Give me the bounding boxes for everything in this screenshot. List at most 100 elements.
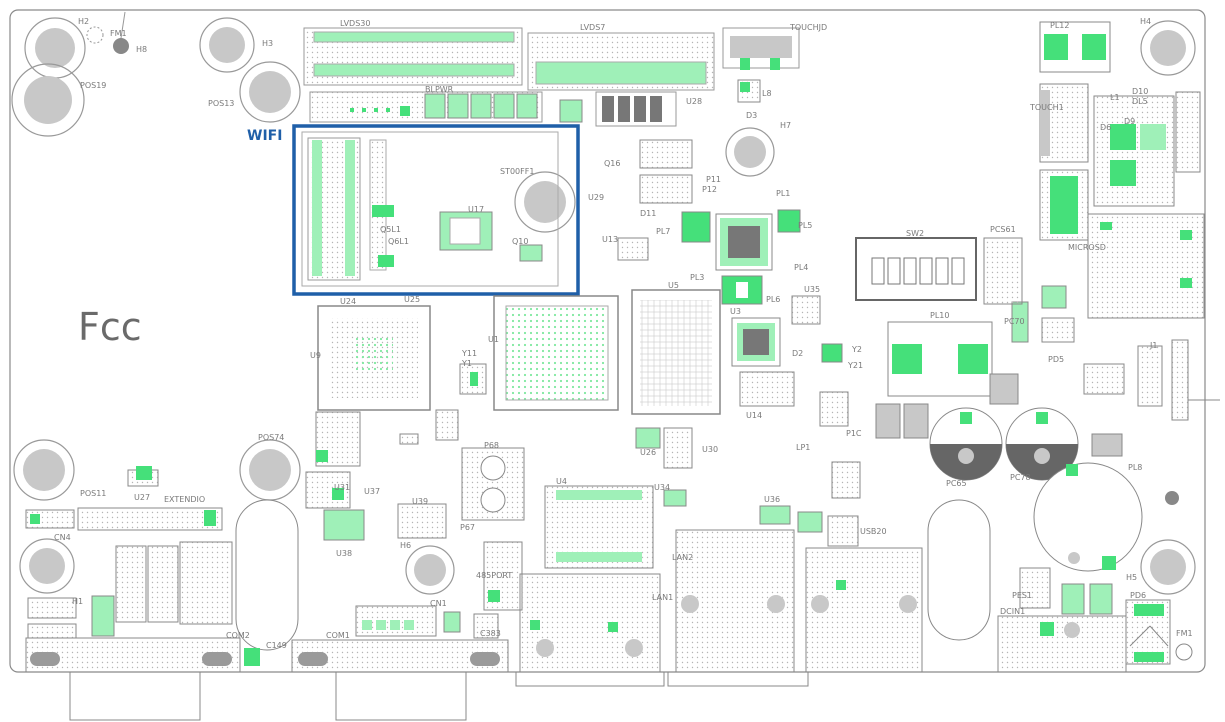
refdes-pl3: PL3 bbox=[690, 273, 704, 282]
chip-u14 bbox=[739, 371, 795, 407]
refdes-lp1: LP1 bbox=[796, 443, 810, 452]
refdes-dcin1: DCIN1 bbox=[1000, 607, 1025, 616]
connector-com2 bbox=[25, 637, 241, 721]
refdes-extendio: EXTENDIO bbox=[164, 495, 205, 504]
refdes-lan2: LAN2 bbox=[672, 553, 693, 562]
slot-oval-right bbox=[927, 499, 991, 641]
usb-connector-u4 bbox=[544, 485, 654, 569]
refdes-h2: H2 bbox=[78, 17, 89, 26]
refdes-lvds7: LVDS7 bbox=[580, 23, 605, 32]
chip-pmic bbox=[715, 213, 773, 271]
mounting-hole-bottom-left bbox=[13, 439, 75, 594]
refdes-pc78: PC78 bbox=[1010, 473, 1031, 482]
refdes-pl6: PL6 bbox=[766, 295, 780, 304]
mounting-hole-h6 bbox=[405, 545, 455, 595]
refdes-u36: U36 bbox=[764, 495, 780, 504]
chip-u24 bbox=[317, 305, 431, 411]
chip-u1-cpu bbox=[493, 295, 619, 411]
refdes-com1: COM1 bbox=[326, 631, 350, 640]
refdes-fm1: FM1 bbox=[110, 29, 127, 38]
refdes-pos11: POS11 bbox=[80, 489, 106, 498]
refdes-dl5: DL5 bbox=[1132, 97, 1148, 106]
refdes-u27: U27 bbox=[134, 493, 150, 502]
diode-cluster bbox=[1093, 95, 1175, 207]
chip-u3 bbox=[731, 317, 781, 367]
refdes-d6: D6 bbox=[1100, 123, 1111, 132]
slot-oval-left bbox=[235, 499, 299, 651]
refdes-pd6: PD6 bbox=[1130, 591, 1146, 600]
refdes-fm1b: FM1 bbox=[1176, 629, 1193, 638]
refdes-u1: U1 bbox=[488, 335, 499, 344]
refdes-u31: U31 bbox=[334, 483, 350, 492]
refdes-u13: U13 bbox=[602, 235, 618, 244]
refdes-p11: P11 bbox=[706, 175, 721, 184]
buzzer-p67 bbox=[461, 447, 525, 521]
refdes-labels: H2 FM1 H8 H3 POS19 POS13 LVDS30 LVDS7 TO… bbox=[54, 17, 1193, 650]
connector-extendio bbox=[77, 507, 223, 531]
connector-com1 bbox=[291, 639, 509, 721]
mounting-hole-h5 bbox=[1140, 539, 1196, 595]
refdes-j1: J1 bbox=[1149, 341, 1157, 350]
inductor-pd5 bbox=[1083, 363, 1125, 395]
refdes-u9: U9 bbox=[310, 351, 321, 360]
refdes-q6l1: Q6L1 bbox=[388, 237, 409, 246]
refdes-st00ff1: ST00FF1 bbox=[500, 167, 534, 176]
power-jack-dcin1 bbox=[997, 615, 1127, 673]
refdes-touchjd: TOUCHJD bbox=[789, 23, 827, 32]
mounting-hole-top-right bbox=[1140, 20, 1196, 76]
refdes-l1: L1 bbox=[1110, 93, 1120, 102]
refdes-u35: U35 bbox=[804, 285, 820, 294]
refdes-pd5: PD5 bbox=[1048, 355, 1064, 364]
refdes-u28: U28 bbox=[686, 97, 702, 106]
mounting-hole-top-2 bbox=[199, 17, 301, 123]
refdes-u39: U39 bbox=[412, 497, 428, 506]
transistor-array-u28 bbox=[595, 91, 677, 127]
refdes-pl1: PL1 bbox=[776, 189, 790, 198]
refdes-cn4: CN4 bbox=[54, 533, 71, 542]
refdes-u38: U38 bbox=[336, 549, 352, 558]
refdes-h4: H4 bbox=[1140, 17, 1151, 26]
inductor-pl10 bbox=[887, 321, 993, 397]
refdes-u25: U25 bbox=[404, 295, 420, 304]
chip-u35 bbox=[791, 295, 821, 325]
refdes-d3: D3 bbox=[746, 111, 757, 120]
refdes-h1: H1 bbox=[72, 597, 83, 606]
refdes-q10: Q10 bbox=[512, 237, 528, 246]
refdes-q5l1: Q5L1 bbox=[380, 225, 401, 234]
refdes-p12: P12 bbox=[702, 185, 717, 194]
refdes-y21: Y21 bbox=[847, 361, 863, 370]
mounting-hole-pos74 bbox=[239, 439, 301, 501]
ethernet-lan1 bbox=[515, 573, 665, 687]
refdes-d11: D11 bbox=[640, 209, 656, 218]
refdes-c149: C149 bbox=[266, 641, 287, 650]
chip-u5-bga bbox=[631, 289, 721, 415]
connector-lvds30 bbox=[303, 27, 523, 86]
refdes-h7: H7 bbox=[780, 121, 791, 130]
refdes-sw2: SW2 bbox=[906, 229, 924, 238]
refdes-lvds30: LVDS30 bbox=[340, 19, 370, 28]
refdes-u24: U24 bbox=[340, 297, 356, 306]
refdes-d9: D9 bbox=[1124, 117, 1135, 126]
refdes-pl8: PL8 bbox=[1128, 463, 1142, 472]
wifi-label: WIFI bbox=[247, 128, 282, 144]
refdes-pcs61: PCS61 bbox=[990, 225, 1016, 234]
refdes-q16: Q16 bbox=[604, 159, 620, 168]
refdes-u5: U5 bbox=[668, 281, 679, 290]
refdes-pos19: POS19 bbox=[80, 81, 106, 90]
mounting-hole-st00ff1 bbox=[514, 171, 576, 233]
chip-u33 bbox=[179, 541, 233, 625]
refdes-blpwr: BLPWR bbox=[425, 85, 454, 94]
refdes-pc70: PC70 bbox=[1004, 317, 1025, 326]
fiducial-fm1 bbox=[113, 38, 129, 54]
fuse-pes1 bbox=[1019, 567, 1051, 609]
refdes-pc65: PC65 bbox=[946, 479, 967, 488]
test-point-h8 bbox=[1165, 491, 1179, 505]
mounting-hole-top-left bbox=[11, 17, 86, 137]
inductor-pl12 bbox=[1039, 21, 1111, 73]
refdes-h3: H3 bbox=[262, 39, 273, 48]
refdes-u3: U3 bbox=[730, 307, 741, 316]
wifi-module bbox=[301, 131, 559, 287]
refdes-p67: P67 bbox=[460, 523, 475, 532]
